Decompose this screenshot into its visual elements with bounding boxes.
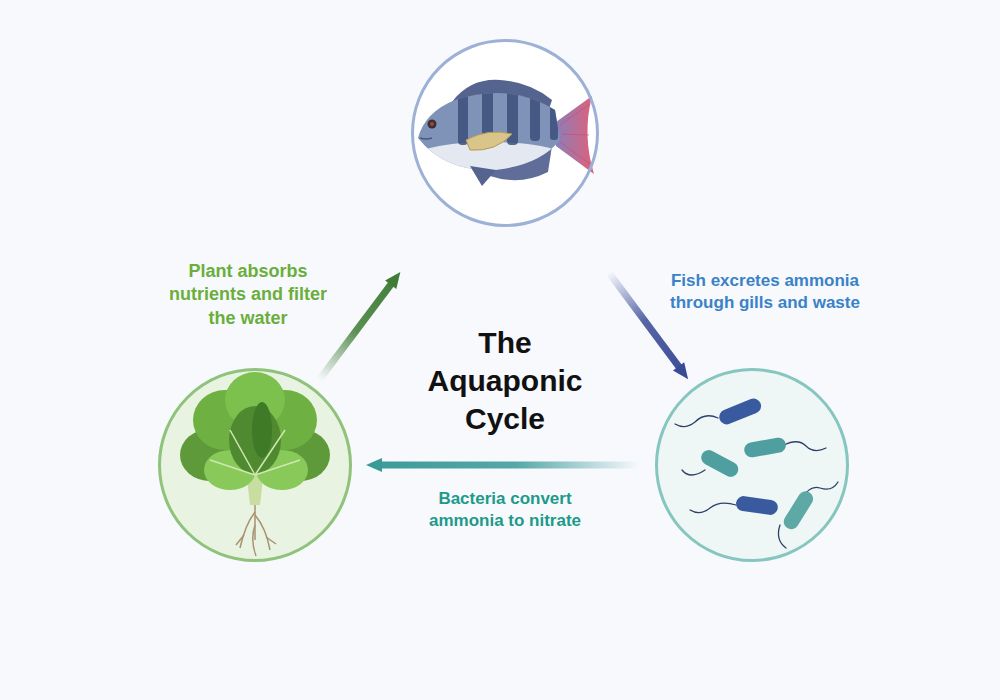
edge-label: Fish excretes ammonia through gills and … [650,270,880,314]
plant-circle [158,368,352,562]
edge-label: Bacteria convert ammonia to nitrate [405,488,605,532]
diagram-title: The Aquaponic Cycle [418,324,593,438]
cycle-arrow [366,458,640,472]
bacteria-circle-fill [656,369,848,561]
plant-circle-fill [159,369,351,561]
fish-circle [411,39,599,227]
lettuce-illustration [180,372,330,556]
bacteria-circle [655,368,849,562]
fish-illustration [410,80,594,186]
fish-circle-fill [412,40,598,226]
edge-label: Plant absorbs nutrients and filter the w… [156,260,341,330]
cycle-arrow [319,272,400,380]
bacteria-illustration [675,396,838,548]
